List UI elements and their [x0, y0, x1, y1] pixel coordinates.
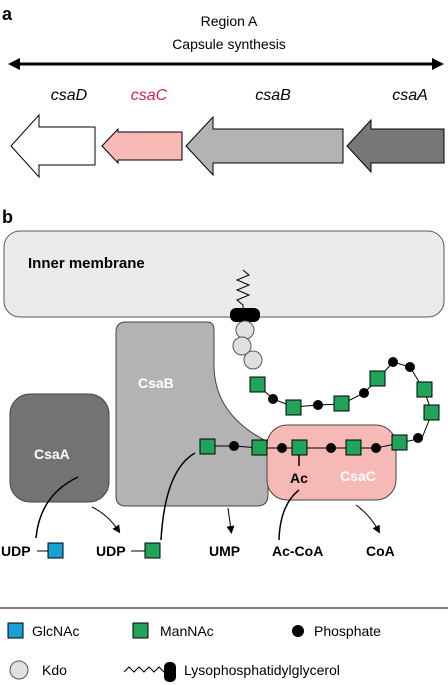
mannac-residue: [423, 404, 440, 421]
legend-kdo-circle: [9, 660, 29, 680]
gene-arrow-csaB: [185, 115, 344, 177]
kdo-residue: [235, 320, 255, 340]
mannac-residue: [285, 399, 302, 416]
csaC-output-arrow: [355, 504, 380, 534]
legend-lipid-head: [164, 662, 176, 682]
protein-csaA: [9, 393, 110, 503]
legend-mannac-label: ManNAc: [160, 623, 214, 639]
phosphate-residue: [229, 441, 239, 451]
legend-glcnac-label: GlcNAc: [32, 623, 79, 639]
lipid-head: [230, 308, 260, 322]
region-subtitle: Capsule synthesis: [172, 36, 286, 52]
protein-csaC-label: CsaC: [340, 468, 376, 484]
mannac-residue-acetylated: [291, 439, 308, 456]
region-arrow-right-head: [432, 58, 444, 70]
udp-mannac-square: [144, 542, 161, 559]
lipid-tail: [235, 269, 251, 309]
csaC-input-curve: [278, 489, 300, 541]
mannac-residue: [249, 376, 266, 393]
region-arrow-left-head: [8, 58, 20, 70]
membrane-label: Inner membrane: [28, 255, 145, 272]
csaB-output-arrow: [226, 507, 235, 534]
legend-phosphate-label: Phosphate: [314, 623, 381, 639]
gene-label-csaC: csaC: [131, 87, 168, 104]
phosphate-residue: [359, 388, 369, 398]
legend-lipid-label: Lysophosphatidylglycerol: [184, 662, 340, 678]
phosphate-residue: [413, 433, 423, 443]
kdo-residue: [232, 336, 252, 356]
inner-membrane: [3, 230, 445, 318]
mannac-residue: [345, 439, 362, 456]
phosphate-residue: [326, 443, 336, 453]
protein-csaC: [266, 424, 397, 501]
phosphate-residue: [388, 357, 398, 367]
coa-label: CoA: [366, 543, 395, 559]
phosphate-residue: [313, 400, 323, 410]
csaB-input-curve: [160, 452, 196, 541]
protein-csaB-label: CsaB: [138, 375, 174, 391]
protein-csaB: [115, 321, 269, 507]
gene-label-csaA: csaA: [392, 87, 428, 104]
gene-label-csaD: csaD: [51, 87, 88, 104]
protein-csaA-label: CsaA: [34, 446, 70, 462]
mannac-residue: [416, 381, 433, 398]
region-title: Region A: [201, 13, 258, 29]
ac-coa-label: Ac-CoA: [272, 543, 323, 559]
phosphate-residue: [277, 443, 287, 453]
legend-kdo-label: Kdo: [42, 662, 67, 678]
csaA-output-arrow: [91, 506, 121, 534]
gene-arrow-csaA: [346, 118, 445, 174]
mannac-residue: [251, 439, 268, 456]
udp-glcnac-square: [47, 542, 64, 559]
gene-arrow-csaD: [10, 113, 96, 179]
legend-lipid-tail: [123, 666, 165, 673]
phosphate-residue: [405, 362, 415, 372]
phosphate-residue: [268, 394, 278, 404]
panel-b-label: b: [2, 207, 13, 227]
udp-label-2: UDP: [96, 543, 126, 559]
mannac-residue: [333, 395, 350, 412]
phosphate-residue: [371, 443, 381, 453]
udp-label-1: UDP: [1, 543, 31, 559]
ump-label: UMP: [209, 543, 240, 559]
legend-glcnac-swatch: [7, 622, 24, 639]
mannac-residue: [391, 434, 408, 451]
mannac-residue: [199, 438, 216, 455]
acetyl-label: Ac: [290, 470, 308, 486]
gene-label-csaB: csaB: [255, 87, 291, 104]
gene-arrow-csaC: [101, 127, 183, 165]
mannac-residue: [369, 370, 386, 387]
csaA-input-curve: [35, 476, 79, 539]
legend-phosphate-dot: [292, 625, 304, 637]
kdo-residue: [243, 350, 263, 370]
panel-a-label: a: [2, 4, 13, 24]
legend-mannac-swatch: [132, 622, 149, 639]
